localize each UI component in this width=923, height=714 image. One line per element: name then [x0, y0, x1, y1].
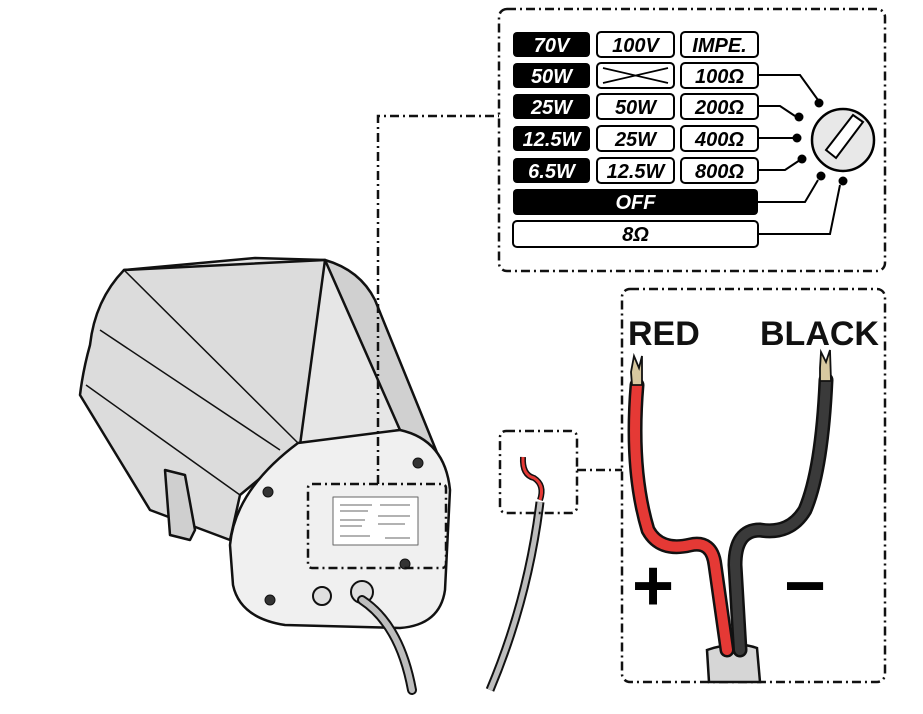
- callout-cable: [485, 501, 545, 692]
- selector-position-dot: [816, 171, 826, 181]
- speaker-side: [323, 258, 442, 462]
- leader-line-label-to-table: [376, 114, 499, 484]
- tap-table-callout-box: [497, 7, 887, 273]
- tap-cell-text: 400Ω: [694, 129, 744, 151]
- tap-cell-text: 12.5W: [607, 161, 667, 183]
- tap-cell-text: 6.5W: [528, 161, 577, 183]
- tap-cell-text: 25W: [530, 97, 574, 119]
- wire-detail: RED BLACK + −: [627, 315, 879, 684]
- selector-position-dot: [838, 176, 848, 186]
- tap-cell-70v-header-text: 70V: [534, 35, 571, 57]
- tap-cell-off-text: OFF: [616, 192, 657, 214]
- tap-cell-impedance-header: [680, 31, 759, 58]
- tap-cell-text: 200Ω: [694, 97, 744, 119]
- tap-cell-text: 50W: [615, 97, 658, 119]
- positive-sign: +: [632, 546, 674, 626]
- tap-cell-70v-header: [513, 32, 590, 57]
- cable-end-callout-box: [498, 429, 579, 515]
- wire-detail-callout-box: [620, 287, 887, 684]
- tap-table: 70V 100V IMPE. 50W 100Ω 25W 50W 200Ω 12.…: [512, 31, 876, 248]
- port: [312, 586, 332, 606]
- black-wire-tip: [819, 348, 832, 382]
- unavailable-cross-mark: [602, 67, 669, 84]
- red-wire-label: RED: [628, 315, 700, 353]
- selector-position-dot: [794, 112, 804, 122]
- tap-cell-100v-12-5w: [596, 157, 675, 184]
- tap-cell-100v-50w: [596, 93, 675, 120]
- tap-cell-text: 800Ω: [695, 161, 744, 183]
- tap-cell-70v-25w: [513, 94, 590, 119]
- tap-cell-text: 50W: [531, 66, 574, 88]
- selector-position-dot: [792, 133, 802, 143]
- tap-cell-70v-50w: [513, 63, 590, 88]
- tap-cell-100v-header: [596, 31, 675, 58]
- black-wire-label: BLACK: [760, 315, 879, 353]
- tap-cell-70v-6-5w: [513, 158, 590, 183]
- tap-cell-text: 100Ω: [695, 66, 744, 88]
- negative-sign: −: [784, 546, 826, 626]
- tap-cell-impedance-header-text: IMPE.: [692, 35, 746, 57]
- screw: [412, 457, 424, 469]
- tap-cell-70v-12-5w: [513, 126, 590, 151]
- speaker-illustration: [78, 256, 452, 630]
- selector-position-dot: [814, 98, 824, 108]
- speaker-mount-bracket: [163, 468, 197, 542]
- red-wire-tip: [630, 352, 643, 386]
- tap-cell-100v-25w: [596, 125, 675, 152]
- tap-cell-off: [513, 189, 758, 215]
- selector-position-dot: [797, 154, 807, 164]
- rotary-selector-knob: [810, 107, 876, 173]
- tap-cell-text: 12.5W: [523, 129, 583, 151]
- screw: [262, 486, 274, 498]
- tap-cell-100v-header-text: 100V: [612, 35, 660, 57]
- tap-cell-8-ohm-text: 8Ω: [622, 224, 649, 246]
- screw: [264, 594, 276, 606]
- tap-cell-text: 25W: [614, 129, 658, 151]
